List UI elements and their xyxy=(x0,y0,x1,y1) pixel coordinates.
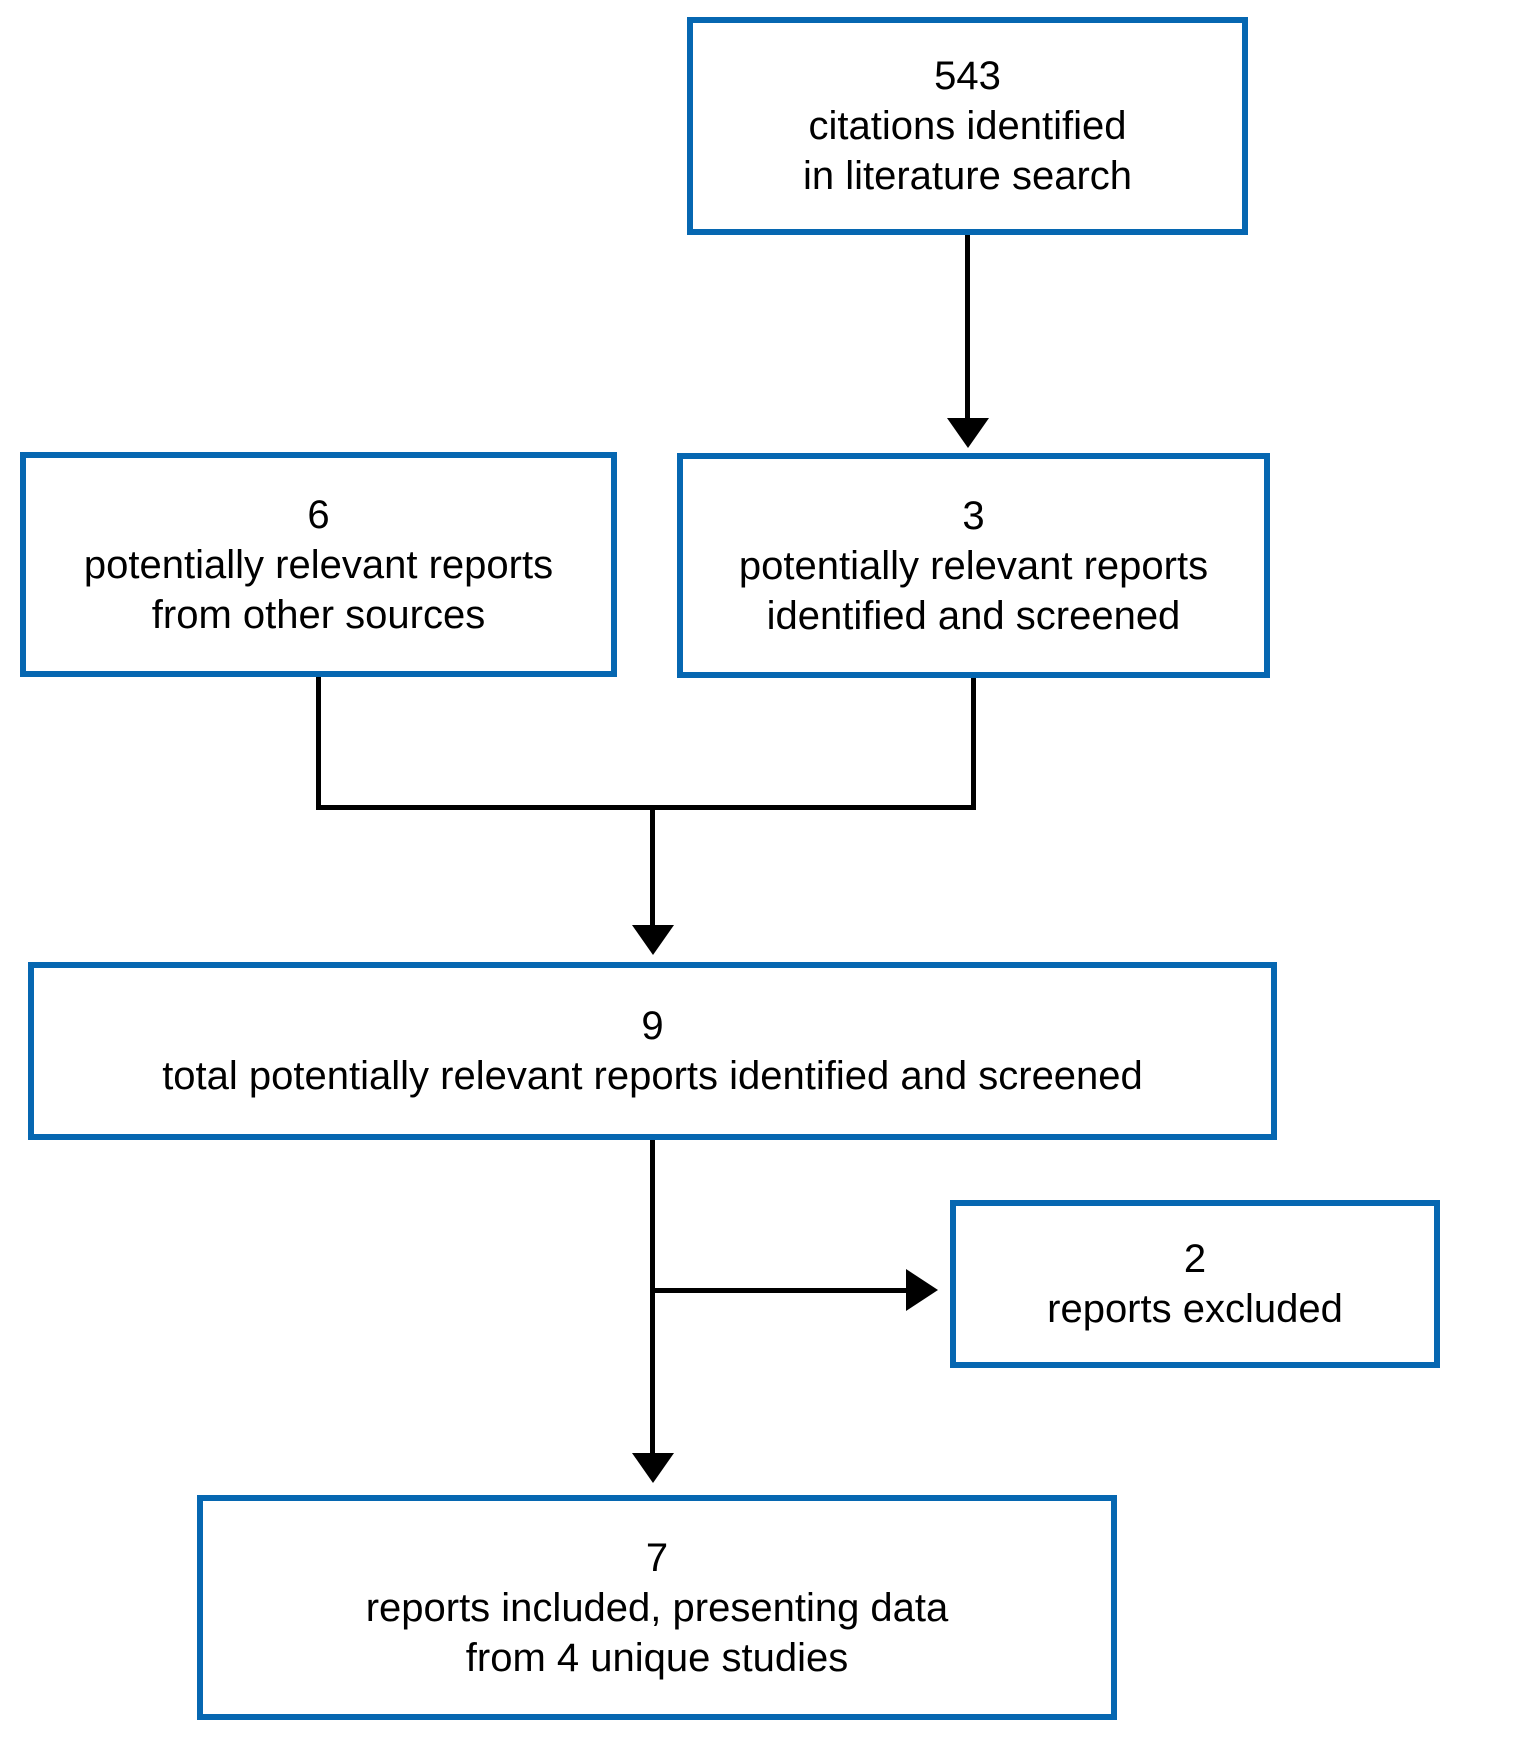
connector-other-sources-down xyxy=(316,677,321,810)
node-reports-other-sources: 6 potentially relevant reports from othe… xyxy=(20,452,617,677)
node-label-line: in literature search xyxy=(802,154,1133,198)
node-label-line: identified and screened xyxy=(766,593,1181,638)
node-label-line: reports included, presenting data xyxy=(365,1585,949,1630)
node-count: 2 xyxy=(1183,1237,1207,1281)
node-label-line: citations identified xyxy=(808,104,1127,148)
arrow-total-to-included xyxy=(650,1140,655,1455)
arrowhead-down-icon xyxy=(632,1453,674,1483)
node-count: 6 xyxy=(307,492,330,537)
node-label-line: from 4 unique studies xyxy=(465,1635,849,1680)
arrow-total-to-excluded xyxy=(652,1288,908,1293)
arrowhead-right-icon xyxy=(906,1269,938,1311)
node-label-line: potentially relevant reports xyxy=(83,542,554,587)
node-count: 7 xyxy=(645,1535,669,1580)
arrowhead-down-icon xyxy=(947,418,989,448)
node-reports-excluded: 2 reports excluded xyxy=(950,1200,1440,1368)
node-citations-identified: 543 citations identified in literature s… xyxy=(687,17,1248,235)
node-label-line: reports excluded xyxy=(1047,1287,1343,1331)
node-reports-included: 7 reports included, presenting data from… xyxy=(197,1495,1117,1720)
connector-merge-bar xyxy=(316,805,976,810)
node-total-reports-screened: 9 total potentially relevant reports ide… xyxy=(28,962,1277,1140)
node-label-line: total potentially relevant reports ident… xyxy=(162,1054,1143,1098)
node-label-line: potentially relevant reports xyxy=(738,543,1209,588)
arrowhead-down-icon xyxy=(632,925,674,955)
arrow-merge-to-total xyxy=(650,805,655,927)
arrow-citations-to-screened xyxy=(965,235,970,420)
node-count: 3 xyxy=(962,493,985,538)
node-count: 9 xyxy=(641,1004,664,1048)
node-reports-identified-screened: 3 potentially relevant reports identifie… xyxy=(677,453,1270,678)
node-count: 543 xyxy=(934,54,1001,98)
node-label-line: from other sources xyxy=(151,592,486,637)
connector-screened-down xyxy=(971,678,976,810)
